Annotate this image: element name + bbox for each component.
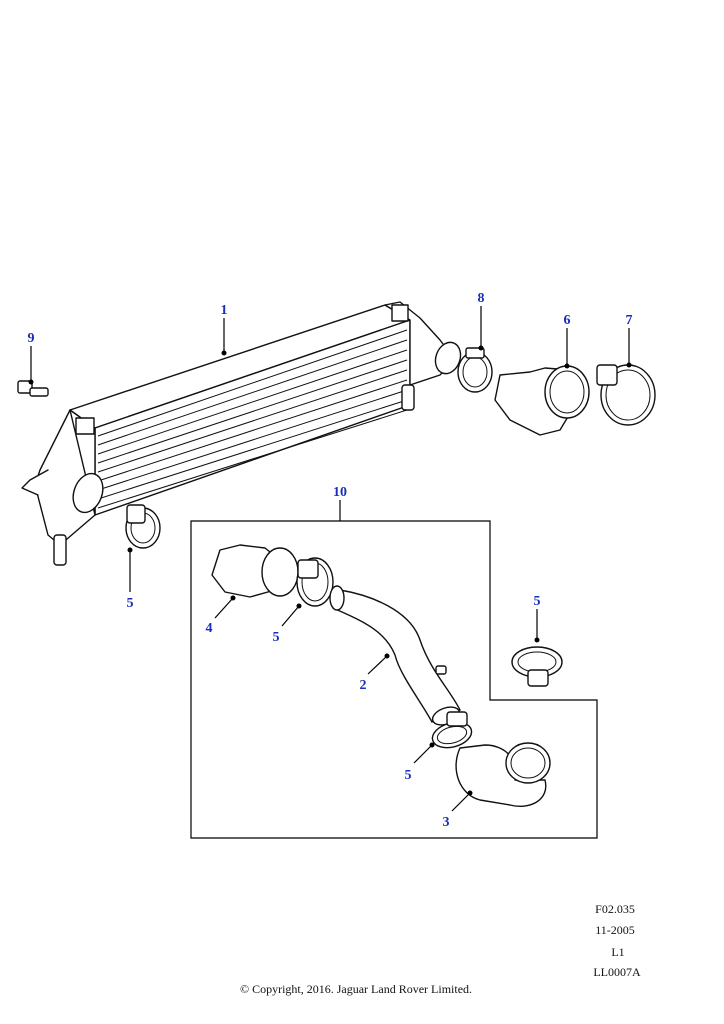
callout-3: 3 [443,815,450,830]
callout-7: 7 [626,313,633,328]
callout-8: 8 [478,291,485,306]
intercooler [21,301,462,566]
callout-5-box-lower: 5 [405,768,412,783]
callout-6: 6 [564,313,571,328]
callout-5-box-left: 5 [273,630,280,645]
clamp-5-upper [125,504,161,549]
hose-3 [455,742,551,807]
revision-date: 11-2005 [595,923,635,937]
clamp-5-box-lower [431,711,473,749]
callout-5-upper: 5 [127,596,134,611]
callout-5-right: 5 [534,594,541,609]
level-label: L1 [611,945,625,959]
copyright-notice: © Copyright, 2016. Jaguar Land Rover Lim… [239,982,473,996]
callout-9: 9 [28,331,35,346]
drawing-code: LL0007A [593,965,641,979]
clamp-5-right [511,646,563,687]
hose-4 [211,544,299,598]
kit-box-10 [190,520,598,839]
callout-10: 10 [333,485,347,500]
bolt [17,380,49,397]
pipe-2 [329,585,461,726]
callout-1: 1 [221,303,228,318]
figure-number: F02.035 [595,902,635,916]
clamp-5-box-left [296,557,334,607]
hose-elbow-6 [494,365,590,436]
callout-4: 4 [206,621,213,636]
clamp-8 [457,347,493,393]
leader-lines [28,306,632,812]
callout-2: 2 [360,678,367,693]
clamp-7 [596,364,656,426]
